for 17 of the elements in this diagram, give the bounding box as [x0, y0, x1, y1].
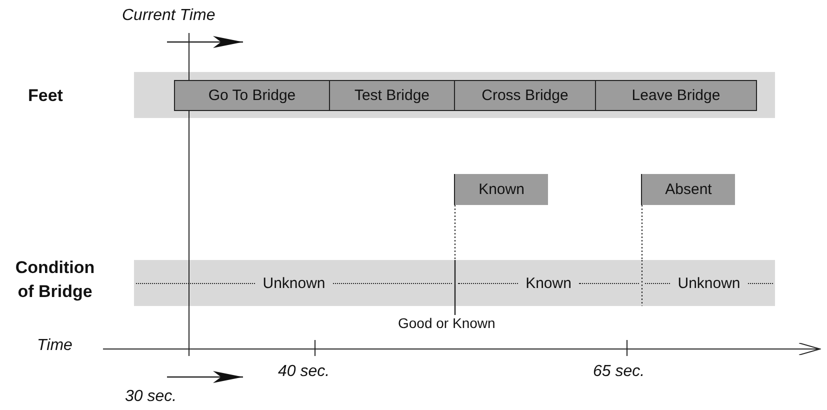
axis-title: Current Time: [122, 7, 216, 25]
event-flag: Known: [454, 174, 548, 205]
tick-label: 65 sec.: [593, 363, 645, 381]
row-label: Feet: [28, 86, 63, 106]
event-label: Good or Known: [398, 315, 496, 331]
state-segment: Unknown: [136, 271, 452, 295]
activity-box: Cross Bridge: [454, 80, 596, 111]
activity-box: Test Bridge: [329, 80, 455, 111]
tick-label: 40 sec.: [278, 363, 330, 381]
axis-title: Time: [37, 337, 72, 355]
row-label: Condition of Bridge: [14, 257, 96, 303]
tick-label: 30 sec.: [125, 388, 177, 406]
state-segment: Known: [458, 271, 639, 295]
activity-box: Leave Bridge: [595, 80, 757, 111]
activity-box: Go To Bridge: [174, 80, 330, 111]
state-segment: Unknown: [645, 271, 773, 295]
event-flag: Absent: [641, 174, 735, 205]
